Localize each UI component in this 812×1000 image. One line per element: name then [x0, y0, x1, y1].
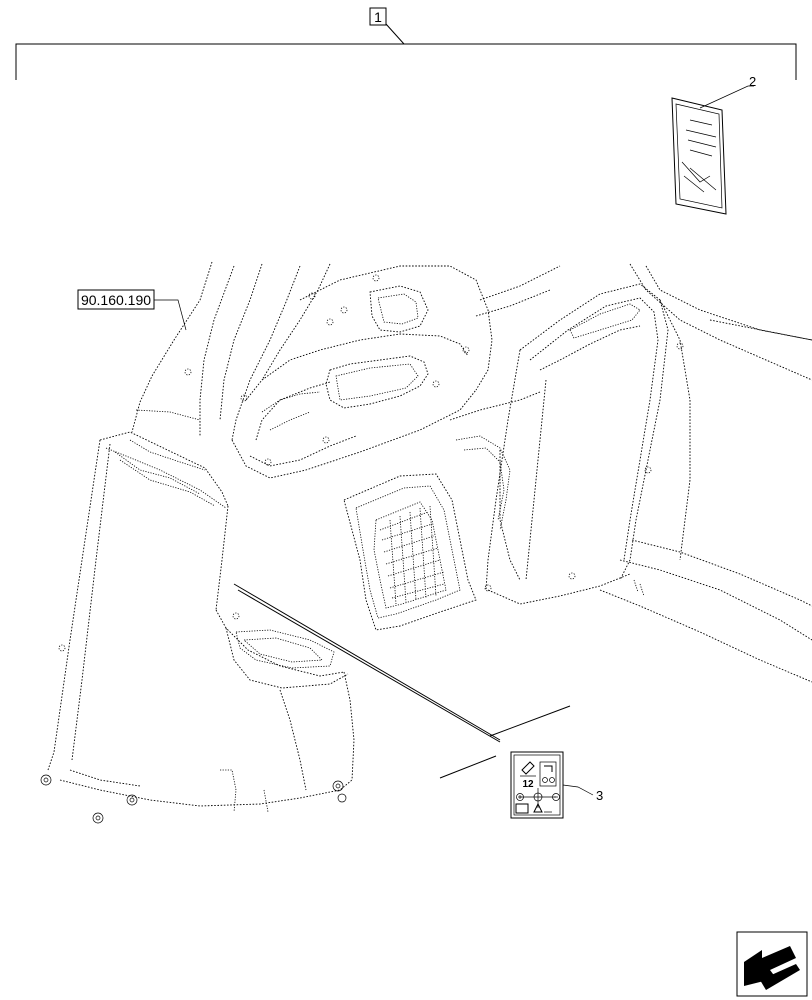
direction-arrow-icon[interactable] [736, 931, 808, 997]
decal-leader-lines [233, 583, 571, 779]
bottom-bolts [40, 774, 347, 824]
decal-sticker: 12 [510, 751, 594, 819]
callout-3-label: 3 [596, 788, 603, 803]
callout-2-label: 2 [749, 74, 756, 89]
manual-booklet [671, 85, 754, 215]
reference-box [77, 289, 187, 331]
callout-1-label: 1 [374, 9, 382, 25]
reference-label: 90.160.190 [81, 292, 151, 308]
cab-interior-linework [40, 261, 812, 824]
svg-text:12: 12 [522, 779, 534, 790]
assembly-bracket [15, 7, 797, 80]
